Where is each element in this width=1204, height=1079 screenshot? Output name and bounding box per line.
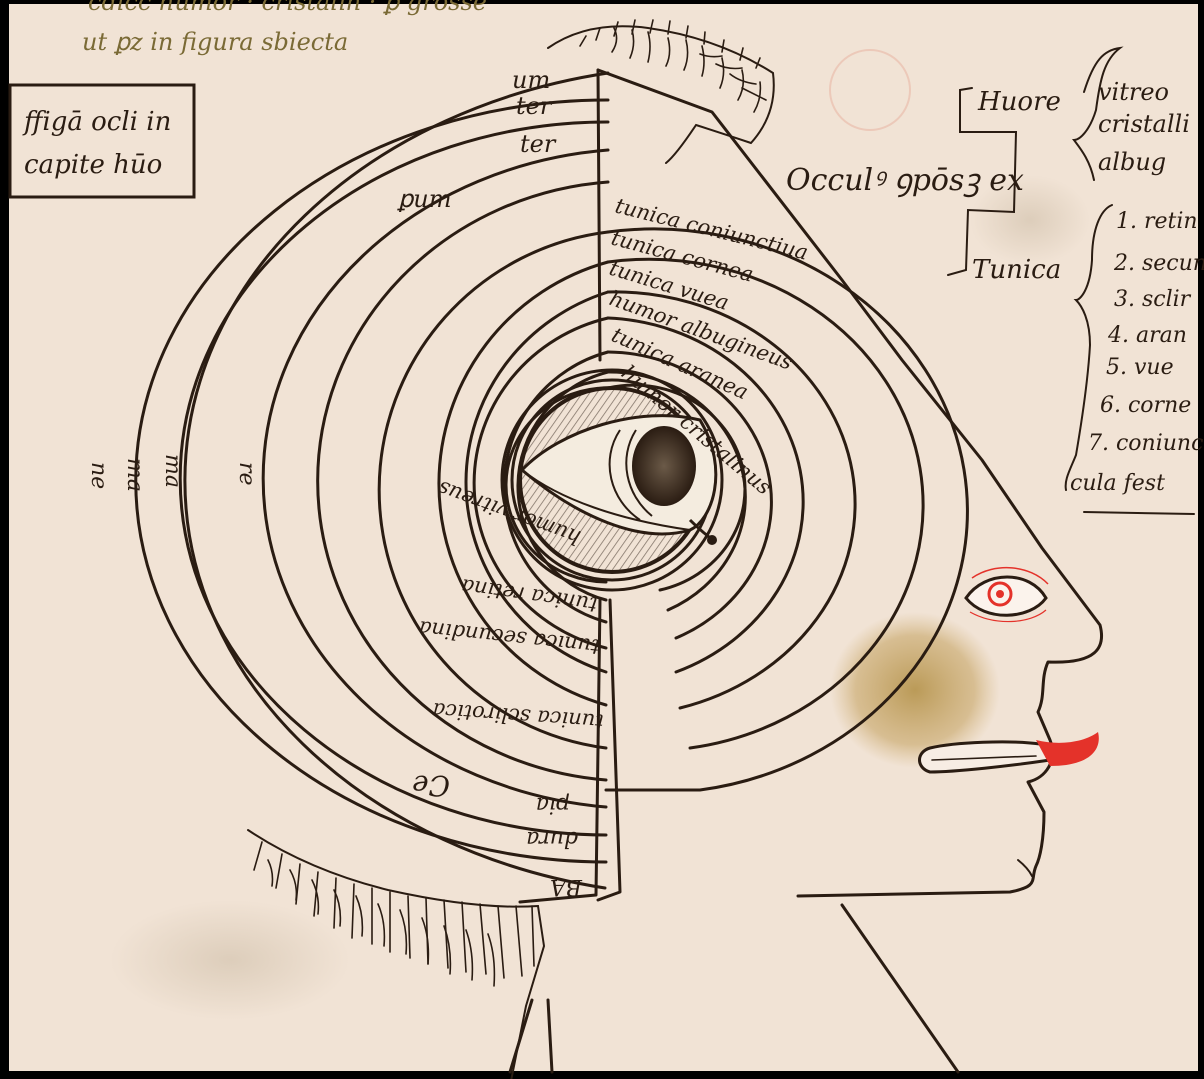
oculus-heading: Occulꝰ ꝯpōsꝫ ex <box>786 163 1024 198</box>
frame-left-border <box>0 0 9 1079</box>
lower-segment-label-2: BA <box>550 874 583 899</box>
left-arc-label-3: re <box>234 462 259 486</box>
tunica-items: 1. retin 2. secun 3. sclir 4. aran 5. vue 6. … <box>1070 209 1204 496</box>
upper-segment-label-1: ter <box>516 92 553 120</box>
central-eye <box>500 368 724 592</box>
parchment-stain <box>829 49 911 131</box>
humore-items: vitreo cristalli albug <box>1098 78 1190 176</box>
humore-item-1: cristalli <box>1098 110 1190 138</box>
cheek-stain <box>830 612 1000 768</box>
frame-bottom-border <box>0 1071 1204 1079</box>
lips <box>918 732 1099 774</box>
top-gloss-1: cdicc̃ hūmor · cristalīn̄ · ꝑ grosse <box>88 0 487 16</box>
concentric-layers <box>134 68 969 904</box>
parchment-stain <box>110 900 350 1020</box>
caption-line-2: capite hūo <box>24 150 162 180</box>
parchment-stain <box>970 175 1090 265</box>
tunica-item-6: 7. coniunc <box>1088 431 1203 456</box>
top-gloss-2: ut ꝑz in figura sbiecta <box>82 28 348 56</box>
tunica-item-1: 2. secun <box>1113 251 1204 276</box>
tunica-label: Tunica <box>972 255 1061 285</box>
tunica-item-5: 6. corne <box>1100 393 1191 418</box>
cerebrum-label: ꝑum <box>397 185 451 213</box>
frame-right-border <box>1198 0 1204 1079</box>
lower-layer-label-1: tunica retina <box>460 574 599 617</box>
left-arc-label-1: ma <box>122 458 147 492</box>
caption-box <box>8 83 196 199</box>
humore-item-0: vitreo <box>1098 78 1169 106</box>
lower-segment-label-0: pia <box>536 792 570 817</box>
tunica-item-0: 1. retin <box>1116 209 1198 234</box>
tunica-item-2: 3. sclir <box>1114 287 1192 312</box>
hair-bottom <box>247 829 554 1079</box>
humore-item-2: albug <box>1098 148 1166 176</box>
humore-label: Huore <box>977 87 1061 117</box>
lower-left-label: Ce <box>412 769 450 802</box>
left-arc-label-2: ma <box>160 454 185 488</box>
tunica-item-3: 4. aran <box>1107 323 1187 348</box>
upper-segment-label-2: ter <box>520 130 557 158</box>
face-eye <box>964 566 1049 623</box>
lower-layer-label-2: tunica secundina <box>418 616 601 659</box>
left-arc-label-0: ne <box>86 462 111 489</box>
caption-line-1: ffigā ocli in <box>22 107 171 137</box>
tunica-item-4: 5. vue <box>1106 355 1174 380</box>
tunica-item-7: cula fest <box>1070 471 1165 496</box>
lower-layer-label-3: tunica sclirotica <box>432 698 605 734</box>
upper-segment-label-0: um <box>512 66 550 94</box>
hair-top <box>547 19 775 164</box>
annotation-brackets <box>947 46 1195 515</box>
frame-top-border <box>0 0 1204 4</box>
lower-segment-label-1: dura <box>526 826 578 851</box>
